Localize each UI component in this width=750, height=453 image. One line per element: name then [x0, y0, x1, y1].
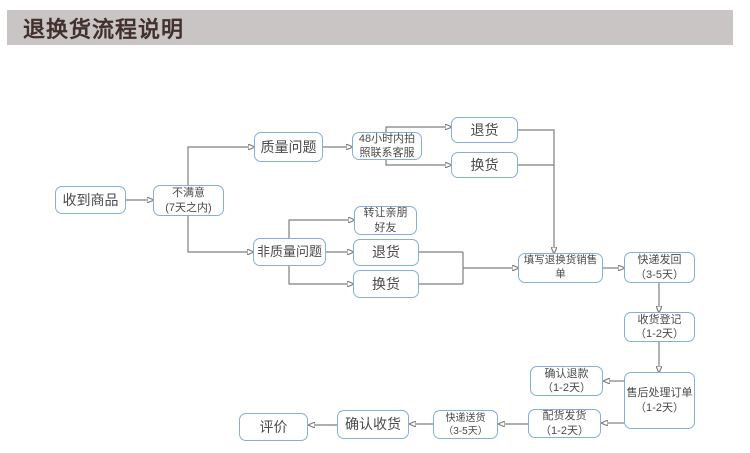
node-confirm-refund-1-2-days: 确认退款 （1-2天） [530, 366, 603, 396]
node-photo-within-48h-contact-service: 48小时内拍 照联系客服 [352, 132, 422, 160]
node-confirm-receipt: 确认收货 [337, 410, 409, 439]
node-exchange-non-quality: 换货 [353, 270, 419, 298]
connector-unsatisfied-to-quality [187, 147, 248, 185]
node-return-quality: 退货 [451, 117, 518, 143]
node-fill-return-exchange-sales-form: 填写退换货销售单 [518, 253, 603, 283]
connector-photo48-to-exchange1 [385, 160, 445, 165]
connector-unsatisfied-to-nonquality [187, 216, 247, 252]
connector-return1-join-to-fillform [518, 129, 554, 247]
node-after-sales-process-order-1-2-days: 售后处理订单 （1-2天） [624, 372, 695, 429]
node-express-delivery-3-5-days: 快递送货 （3-5天） [433, 410, 498, 439]
node-non-quality-problem: 非质量问题 [253, 238, 326, 266]
node-receive-goods: 收到商品 [55, 186, 126, 214]
node-express-ship-back-3-5-days: 快递发回 （3-5天） [624, 252, 695, 283]
page-title: 退换货流程说明 [7, 10, 733, 45]
node-allocate-and-ship-1-2-days: 配货发货 （1-2天） [528, 409, 601, 438]
node-evaluate: 评价 [239, 413, 308, 441]
connector-nonquality-to-exchange2 [288, 266, 347, 284]
node-return-non-quality: 退货 [353, 239, 419, 266]
node-quality-problem: 质量问题 [254, 132, 323, 162]
node-exchange-quality: 换货 [451, 152, 518, 178]
node-unsatisfied-within-7-days: 不满意 (7天之内) [153, 185, 224, 216]
connector-nonquality-to-transfer [288, 220, 348, 238]
connector-photo48-to-return1 [385, 127, 445, 132]
node-transfer-to-friends: 转让亲朋 好友 [354, 206, 417, 235]
node-receipt-registration-1-2-days: 收货登记 （1-2天） [624, 312, 695, 342]
